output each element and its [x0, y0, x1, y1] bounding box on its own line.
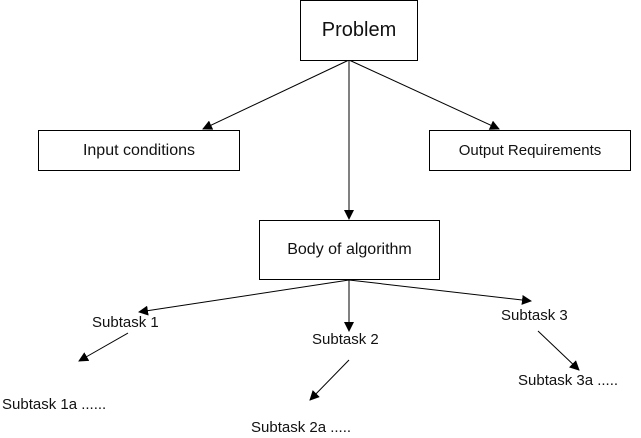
input-conditions-node: Input conditions [38, 130, 240, 171]
subtask-2-label: Subtask 2 [312, 331, 379, 348]
subtask-1-label: Subtask 1 [92, 314, 159, 331]
input-conditions-label: Input conditions [82, 141, 196, 159]
output-requirements-label: Output Requirements [458, 142, 602, 159]
subtask-3-label: Subtask 3 [501, 307, 568, 324]
arrow-subtask3-to-3a [537, 330, 580, 371]
output-requirements-node: Output Requirements [429, 130, 631, 171]
arrow-subtask2-to-2a [309, 359, 350, 401]
subtask-1a-label: Subtask 1a ...... [2, 396, 107, 413]
body-of-algorithm-label: Body of algorithm [287, 241, 412, 258]
arrow-subtask1-to-1a [78, 332, 129, 362]
arrow-body-to-subtask3 [348, 279, 532, 305]
arrow-problem-to-input [202, 59, 350, 130]
arrow-body-to-subtask1 [138, 279, 350, 316]
problem-label: Problem [321, 19, 397, 41]
subtask-2a-label: Subtask 2a ..... [251, 419, 352, 436]
problem-node: Problem [300, 0, 418, 61]
arrow-problem-to-output [348, 59, 500, 130]
subtask-3a-label: Subtask 3a ..... [518, 372, 619, 389]
body-of-algorithm-node: Body of algorithm [259, 220, 440, 280]
